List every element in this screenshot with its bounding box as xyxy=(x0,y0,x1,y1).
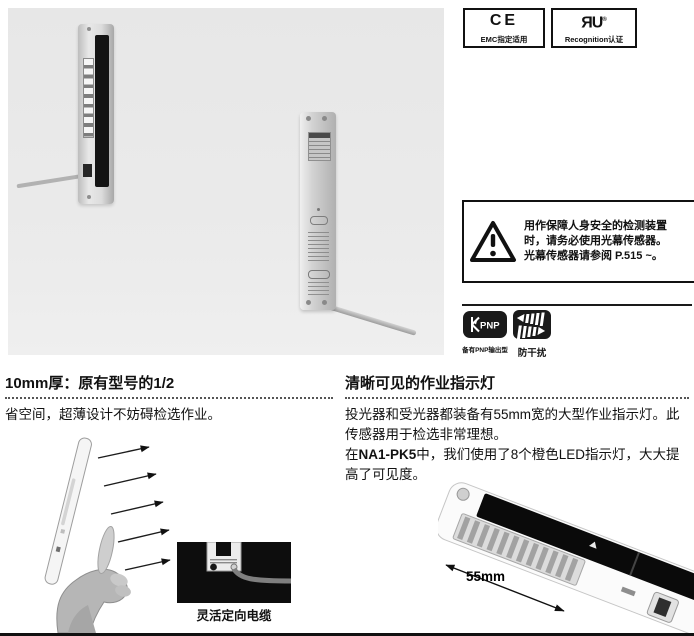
section-body: 在NA1-PK5中，我们使用了8个橙色LED指示灯，大大提高了可见度。 xyxy=(345,447,680,482)
warning-triangle-icon xyxy=(470,220,516,262)
section-body: 省空间，超薄设计不妨碍检选作业。 xyxy=(5,407,221,422)
divider-rule xyxy=(462,304,692,306)
svg-text:PNP: PNP xyxy=(480,321,500,332)
sensor-switch xyxy=(83,164,92,177)
ce-certification-box: CE EMC指定适用 xyxy=(463,8,545,48)
screw-icon xyxy=(322,300,327,305)
dotted-rule xyxy=(5,395,333,399)
sensor-printed-text xyxy=(308,232,329,264)
dotted-rule xyxy=(345,395,689,399)
cable-caption: 灵活定向电缆 xyxy=(196,609,272,623)
section-indicator: 清晰可见的作业指示灯 投光器和受光器都装备有55mm宽的大型作业指示灯。此传感器… xyxy=(345,374,689,485)
sensor-printed-text xyxy=(308,282,329,297)
model-number: NA1-PK5 xyxy=(358,447,417,462)
ul-certification-box: ЯU® Recognition认证 xyxy=(551,8,637,48)
warning-line2: 光幕传感器请参阅 P.515 ~。 xyxy=(524,250,663,262)
cable-photo-art xyxy=(206,541,292,584)
sensor-front-view xyxy=(16,24,114,204)
dimension-label: 55mm xyxy=(466,569,505,584)
indicator-closeup-photo: 55mm xyxy=(438,482,694,633)
anti-interference-label: 防干扰 xyxy=(517,348,547,359)
warning-text: 用作保障人身安全的检测装置时，请务必使用光幕传感器。 光幕传感器请参阅 P.51… xyxy=(524,219,686,264)
anti-interference-feature: 防干扰 xyxy=(512,310,552,359)
screw-icon xyxy=(87,195,91,199)
anti-interference-icon xyxy=(513,310,551,339)
screw-icon xyxy=(306,300,311,305)
sensor-optical-window xyxy=(95,35,109,187)
sensor-diagonal-body xyxy=(438,482,694,633)
flexible-cable-photo xyxy=(177,541,292,603)
sensor-marking xyxy=(310,216,328,225)
ce-mark-icon: CE xyxy=(489,12,519,29)
pnp-output-icon: PNP xyxy=(463,311,507,338)
product-photo xyxy=(8,8,444,355)
hand xyxy=(56,525,131,633)
section-body: 投光器和受光器都装备有55mm宽的大型作业指示灯。此传感器用于检选非常理想。 xyxy=(345,407,680,442)
section-thin-profile: 10mm厚：原有型号的1/2 省空间，超薄设计不妨碍检选作业。 xyxy=(5,374,333,425)
beam-arrows xyxy=(97,445,171,571)
pnp-feature-label: 备有PNP输出型 xyxy=(462,347,508,354)
sensor-cable xyxy=(327,304,417,336)
dimension-line xyxy=(445,564,565,612)
sensor-marking xyxy=(308,270,330,279)
safety-warning-box: 用作保障人身安全的检测装置时，请务必使用光幕传感器。 光幕传感器请参阅 P.51… xyxy=(462,200,694,283)
screw-icon xyxy=(322,116,327,121)
screw-icon xyxy=(306,116,311,121)
ul-label: Recognition认证 xyxy=(564,35,624,44)
ce-label: EMC指定适用 xyxy=(480,35,528,44)
sensor-nameplate xyxy=(308,132,331,161)
section-title: 10mm厚：原有型号的1/2 xyxy=(5,375,175,392)
led-window-ribs xyxy=(457,516,579,582)
hand-holding-sensor-photo xyxy=(44,437,171,633)
thin-sensor xyxy=(44,437,92,585)
warning-line1: 用作保障人身安全的检测装置时，请务必使用光幕传感器。 xyxy=(524,220,667,247)
section-title: 清晰可见的作业指示灯 xyxy=(345,375,496,392)
ul-mark-icon: ЯU® xyxy=(581,14,607,32)
screw-icon xyxy=(87,27,91,31)
pnp-output-feature: PNP 备有PNP输出型 xyxy=(461,311,509,354)
sensor-cable xyxy=(16,174,83,189)
sensor-led-strip xyxy=(83,58,94,138)
sensor-back-view xyxy=(300,112,417,336)
sensor-indicator-dot xyxy=(317,208,320,211)
page-bottom-rule xyxy=(0,633,694,636)
